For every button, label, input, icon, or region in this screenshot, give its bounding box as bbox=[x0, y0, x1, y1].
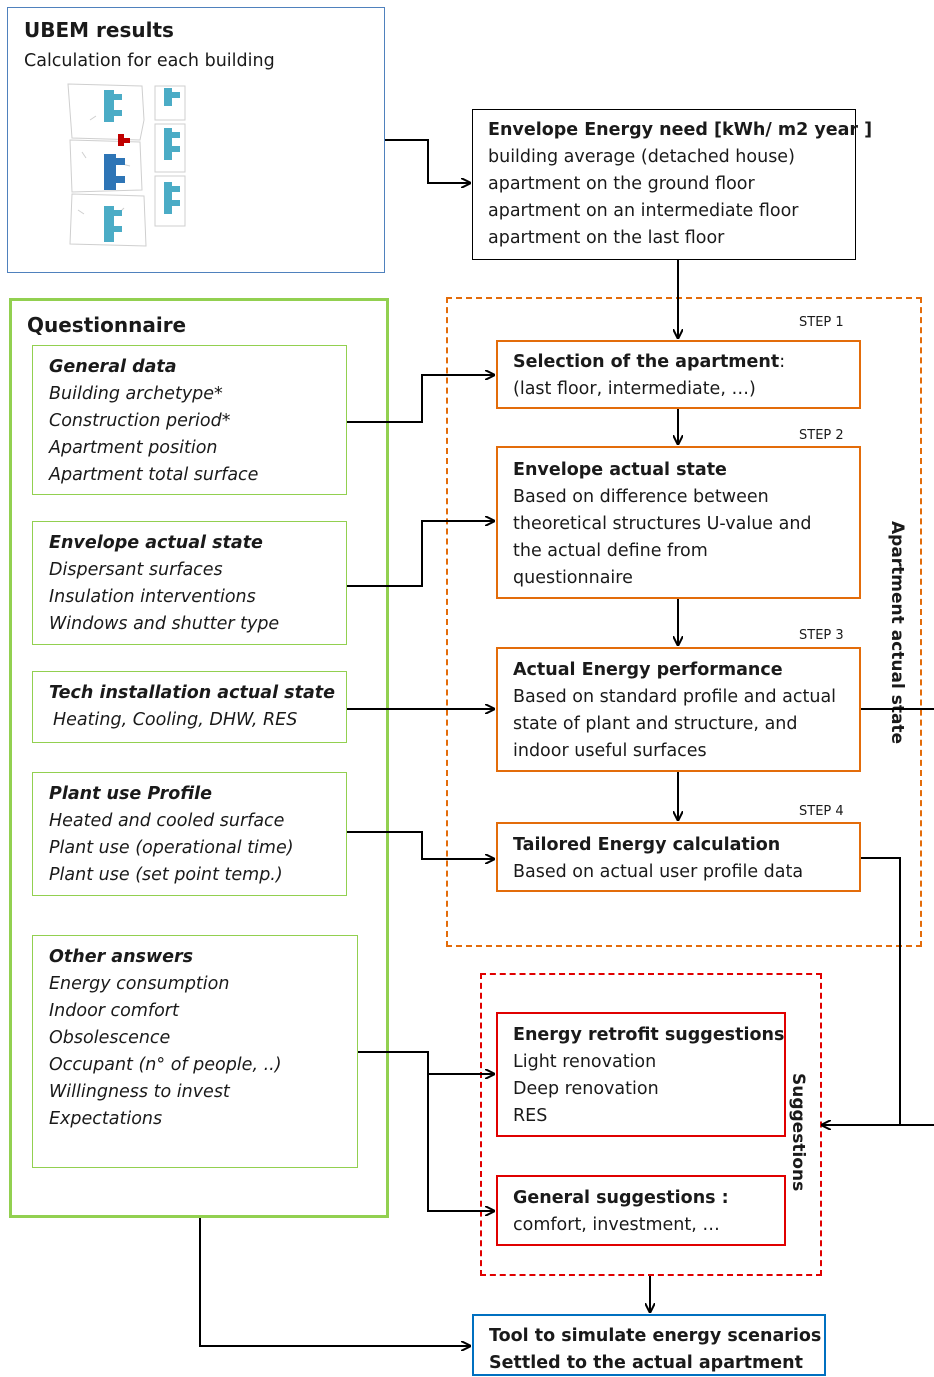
step-4-label: STEP 4 bbox=[799, 804, 844, 819]
other-answers-title: Other answers bbox=[49, 947, 194, 967]
step-3-line: Based on standard profile and actual bbox=[513, 687, 837, 707]
step4-to-suggestions-arrow bbox=[822, 857, 901, 1125]
energy-retrofit-box: Energy retrofit suggestions Light renova… bbox=[496, 1012, 786, 1137]
step-3-box: Actual Energy performance Based on stand… bbox=[496, 647, 861, 772]
envelope-need-line: building average (detached house) bbox=[488, 147, 795, 167]
step-2-line: questionnaire bbox=[513, 568, 633, 588]
other-answers-item: Indoor comfort bbox=[49, 1001, 179, 1021]
step-2-line: theoretical structures U-value and bbox=[513, 514, 812, 534]
general-data-item: Apartment position bbox=[49, 438, 218, 458]
general-data-box: General data Building archetype* Constru… bbox=[32, 345, 347, 495]
other-answers-item: Energy consumption bbox=[49, 974, 230, 994]
tool-simulation-box: Tool to simulate energy scenarios Settle… bbox=[472, 1314, 826, 1376]
envelope-need-line: apartment on the last floor bbox=[488, 228, 725, 248]
general-suggestions-title: General suggestions : bbox=[513, 1188, 729, 1208]
general-suggestions-line: comfort, investment, … bbox=[513, 1215, 720, 1235]
ubem-results-box: UBEM results Calculation for each buildi… bbox=[7, 7, 385, 273]
tech-installation-item: Heating, Cooling, DHW, RES bbox=[53, 710, 298, 730]
general-data-item: Construction period* bbox=[49, 411, 231, 431]
questionnaire-to-tool-arrow bbox=[199, 1218, 470, 1346]
step-4-title: Tailored Energy calculation bbox=[513, 835, 781, 855]
tool-line: Tool to simulate energy scenarios bbox=[489, 1326, 822, 1346]
envelope-state-to-step2-arrow bbox=[347, 521, 494, 587]
apartment-actual-state-group bbox=[446, 297, 922, 947]
step-1-label: STEP 1 bbox=[799, 315, 844, 330]
other-answers-to-retrofit-arrow bbox=[358, 1051, 494, 1074]
step-2-label: STEP 2 bbox=[799, 428, 844, 443]
general-data-title: General data bbox=[49, 357, 177, 377]
step-1-line: (last floor, intermediate, …) bbox=[513, 379, 756, 399]
envelope-state-box: Envelope actual state Dispersant surface… bbox=[32, 521, 347, 645]
envelope-state-item: Insulation interventions bbox=[49, 587, 256, 607]
ubem-title: UBEM results bbox=[24, 18, 174, 42]
tech-installation-title: Tech installation actual state bbox=[49, 683, 335, 703]
step-3-title: Actual Energy performance bbox=[513, 660, 783, 680]
retrofit-title: Energy retrofit suggestions bbox=[513, 1025, 785, 1045]
questionnaire-title: Questionnaire bbox=[27, 313, 187, 337]
retrofit-line: Light renovation bbox=[513, 1052, 657, 1072]
envelope-state-title: Envelope actual state bbox=[49, 533, 263, 553]
retrofit-line: RES bbox=[513, 1106, 548, 1126]
general-data-item: Apartment total surface bbox=[49, 465, 259, 485]
step-3-label: STEP 3 bbox=[799, 628, 844, 643]
step-2-line: Based on difference between bbox=[513, 487, 769, 507]
envelope-state-item: Dispersant surfaces bbox=[49, 560, 223, 580]
general-data-item: Building archetype* bbox=[49, 384, 223, 404]
plant-use-to-step4-arrow bbox=[347, 831, 494, 859]
ubem-to-envelope-arrow bbox=[385, 139, 470, 183]
envelope-need-line: apartment on an intermediate floor bbox=[488, 201, 799, 221]
tool-line: Settled to the actual apartment bbox=[489, 1353, 803, 1373]
ubem-subtitle: Calculation for each building bbox=[24, 51, 275, 71]
step-1-title: Selection of the apartment bbox=[513, 352, 780, 372]
general-data-to-step1-arrow bbox=[347, 375, 494, 423]
envelope-need-line: apartment on the ground floor bbox=[488, 174, 755, 194]
buildings-map-illustration bbox=[67, 83, 186, 247]
plant-use-item: Plant use (operational time) bbox=[49, 838, 294, 858]
step-2-title: Envelope actual state bbox=[513, 460, 727, 480]
step-1-title-suffix: : bbox=[779, 352, 786, 372]
envelope-need-title: Envelope Energy need [kWh/ m2 year ] bbox=[488, 120, 873, 140]
other-answers-item: Obsolescence bbox=[49, 1028, 171, 1048]
step-4-box: Tailored Energy calculation Based on act… bbox=[496, 822, 861, 892]
other-answers-item: Expectations bbox=[49, 1109, 163, 1129]
plant-use-item: Plant use (set point temp.) bbox=[49, 865, 283, 885]
other-answers-item: Willingness to invest bbox=[49, 1082, 230, 1102]
other-answers-box: Other answers Energy consumption Indoor … bbox=[32, 935, 358, 1168]
step-3-line: state of plant and structure, and bbox=[513, 714, 798, 734]
plant-use-item: Heated and cooled surface bbox=[49, 811, 285, 831]
step-4-line: Based on actual user profile data bbox=[513, 862, 804, 882]
step-1-heading: Selection of the apartment: bbox=[513, 349, 785, 376]
plant-use-box: Plant use Profile Heated and cooled surf… bbox=[32, 772, 347, 896]
step-2-box: Envelope actual state Based on differenc… bbox=[496, 446, 861, 599]
envelope-energy-need-box: Envelope Energy need [kWh/ m2 year ] bui… bbox=[472, 109, 872, 260]
plant-use-title: Plant use Profile bbox=[49, 784, 212, 804]
retrofit-line: Deep renovation bbox=[513, 1079, 659, 1099]
step-3-line: indoor useful surfaces bbox=[513, 741, 707, 761]
step-2-line: the actual define from bbox=[513, 541, 708, 561]
step-1-box: Selection of the apartment: (last floor,… bbox=[496, 340, 861, 409]
other-answers-item: Occupant (n° of people, ..) bbox=[49, 1055, 282, 1075]
general-suggestions-box: General suggestions : comfort, investmen… bbox=[496, 1175, 786, 1246]
other-answers-to-general-arrow bbox=[427, 1074, 494, 1211]
envelope-state-item: Windows and shutter type bbox=[49, 614, 280, 634]
tech-installation-box: Tech installation actual state Heating, … bbox=[32, 671, 347, 743]
